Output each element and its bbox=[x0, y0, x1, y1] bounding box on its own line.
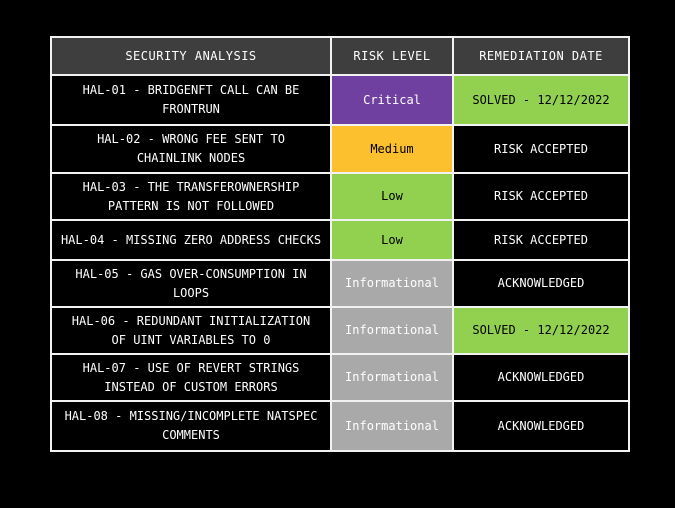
finding-cell: HAL-07 - USE OF REVERT STRINGS INSTEAD O… bbox=[50, 353, 332, 402]
risk-level-cell: Medium bbox=[330, 124, 454, 174]
remediation-cell: SOLVED - 12/12/2022 bbox=[452, 306, 630, 355]
security-analysis-table: SECURITY ANALYSIS RISK LEVEL REMEDIATION… bbox=[50, 36, 630, 452]
table-row: HAL-02 - WRONG FEE SENT TO CHAINLINK NOD… bbox=[50, 124, 630, 174]
remediation-cell: ACKNOWLEDGED bbox=[452, 259, 630, 308]
finding-cell: HAL-05 - GAS OVER-CONSUMPTION IN LOOPS bbox=[50, 259, 332, 308]
risk-level-cell: Informational bbox=[330, 353, 454, 402]
table-row: HAL-08 - MISSING/INCOMPLETE NATSPEC COMM… bbox=[50, 400, 630, 452]
remediation-cell: ACKNOWLEDGED bbox=[452, 400, 630, 452]
finding-cell: HAL-08 - MISSING/INCOMPLETE NATSPEC COMM… bbox=[50, 400, 332, 452]
remediation-cell: ACKNOWLEDGED bbox=[452, 353, 630, 402]
table-row: HAL-04 - MISSING ZERO ADDRESS CHECKS Low… bbox=[50, 219, 630, 261]
remediation-cell: SOLVED - 12/12/2022 bbox=[452, 74, 630, 126]
risk-level-cell: Informational bbox=[330, 306, 454, 355]
table-header-row: SECURITY ANALYSIS RISK LEVEL REMEDIATION… bbox=[50, 36, 630, 76]
risk-level-cell: Critical bbox=[330, 74, 454, 126]
column-header-remediation-date: REMEDIATION DATE bbox=[452, 36, 630, 76]
column-header-security-analysis: SECURITY ANALYSIS bbox=[50, 36, 332, 76]
table-row: HAL-03 - THE TRANSFEROWNERSHIP PATTERN I… bbox=[50, 172, 630, 221]
remediation-cell: RISK ACCEPTED bbox=[452, 219, 630, 261]
table-row: HAL-05 - GAS OVER-CONSUMPTION IN LOOPS I… bbox=[50, 259, 630, 308]
table-row: HAL-06 - REDUNDANT INITIALIZATION OF UIN… bbox=[50, 306, 630, 355]
finding-cell: HAL-03 - THE TRANSFEROWNERSHIP PATTERN I… bbox=[50, 172, 332, 221]
remediation-cell: RISK ACCEPTED bbox=[452, 124, 630, 174]
table-row: HAL-01 - BRIDGENFT CALL CAN BE FRONTRUN … bbox=[50, 74, 630, 126]
finding-cell: HAL-01 - BRIDGENFT CALL CAN BE FRONTRUN bbox=[50, 74, 332, 126]
remediation-cell: RISK ACCEPTED bbox=[452, 172, 630, 221]
finding-cell: HAL-02 - WRONG FEE SENT TO CHAINLINK NOD… bbox=[50, 124, 332, 174]
risk-level-cell: Low bbox=[330, 172, 454, 221]
table-row: HAL-07 - USE OF REVERT STRINGS INSTEAD O… bbox=[50, 353, 630, 402]
column-header-risk-level: RISK LEVEL bbox=[330, 36, 454, 76]
risk-level-cell: Informational bbox=[330, 259, 454, 308]
risk-level-cell: Low bbox=[330, 219, 454, 261]
finding-cell: HAL-06 - REDUNDANT INITIALIZATION OF UIN… bbox=[50, 306, 332, 355]
finding-cell: HAL-04 - MISSING ZERO ADDRESS CHECKS bbox=[50, 219, 332, 261]
risk-level-cell: Informational bbox=[330, 400, 454, 452]
